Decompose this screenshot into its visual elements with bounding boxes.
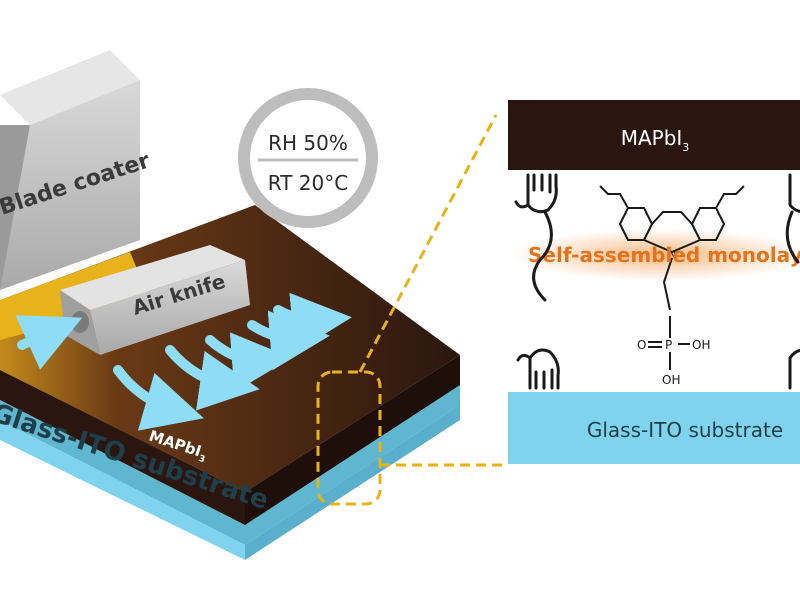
perovskite-film-side: [245, 355, 460, 525]
molecule-oh-bottom-label: OH: [662, 373, 680, 387]
zoom-middle-region: [508, 170, 800, 392]
zoom-substrate-label: Glass-ITO substrate: [587, 418, 783, 442]
ethyl-chain: [662, 257, 673, 311]
conditions-ring: [238, 88, 378, 228]
zoom-substrate: [508, 392, 800, 464]
zoom-region-marker: [316, 370, 382, 506]
right-upper-hand-icon: [788, 173, 800, 213]
right-lower-hand-icon: [788, 348, 800, 390]
air-flow-arrow-icon: [273, 292, 352, 353]
upper-hand-fingers: [532, 173, 552, 194]
air-flow-arrows: [15, 292, 352, 431]
zoom-callout-lines: [358, 114, 505, 467]
air-flow-arrow-icon: [113, 365, 204, 431]
pyrrole-ring-bottom: [643, 239, 701, 254]
molecule-oh-right-label: OH: [692, 338, 710, 352]
air-flow-arrow-icon: [205, 332, 292, 393]
substrate-front-face: [0, 420, 245, 560]
air-flow-arrow-icon: [165, 345, 260, 411]
monolayer-label: Self-assembled monolayer: [528, 243, 800, 267]
substrate-top-edge: [0, 385, 460, 545]
molecule-o-label: O: [637, 338, 646, 352]
molecule-n-label: N: [668, 248, 676, 261]
zoom-top-layer: [508, 100, 800, 170]
upper-hand-icon: [514, 173, 558, 214]
lower-hand-icon: [516, 348, 560, 390]
lower-hand-fingers: [534, 368, 554, 390]
air-flow-arrow-icon: [15, 315, 83, 370]
conditions-badge: RH 50% RT 20°C: [238, 88, 378, 228]
monolayer-glow: [512, 229, 800, 281]
left-methoxy: [599, 185, 629, 209]
zoom-panel: MAPbI3 Glass-ITO substrate N P: [508, 100, 800, 464]
coating-scene: Glass-ITO substrate MAPbI3 Blade coater …: [0, 50, 460, 560]
left-hands-connector: [514, 173, 560, 390]
sam-molecule: [599, 185, 745, 370]
blade-coater-front: [0, 80, 140, 290]
zoom-top-layer-label: MAPbI3: [621, 126, 690, 154]
humidity-label: RH 50%: [268, 131, 348, 155]
right-hands-connector: [785, 173, 800, 390]
air-knife-top: [60, 245, 245, 310]
zoom-top-label-sub: 3: [682, 141, 689, 154]
blade-coater-side: [0, 125, 30, 290]
temperature-label: RT 20°C: [268, 171, 348, 195]
air-knife-nozzle-icon: [71, 311, 89, 333]
air-knife-front: [90, 260, 250, 355]
callout-line-top: [358, 114, 498, 373]
pyrrole-ring: [651, 211, 693, 225]
perovskite-film-front: [0, 370, 245, 525]
film-label-sub: 3: [197, 454, 206, 465]
molecule-p-label: P: [665, 338, 672, 352]
hand-link-string: [532, 210, 553, 302]
zoom-top-label-main: MAPbI: [621, 126, 683, 150]
blade-coater-top: [0, 50, 140, 125]
right-methoxy: [715, 185, 745, 209]
blade-coater: Blade coater: [0, 50, 153, 290]
substrate-side-face: [245, 405, 460, 560]
right-hand-link-string: [785, 210, 800, 264]
